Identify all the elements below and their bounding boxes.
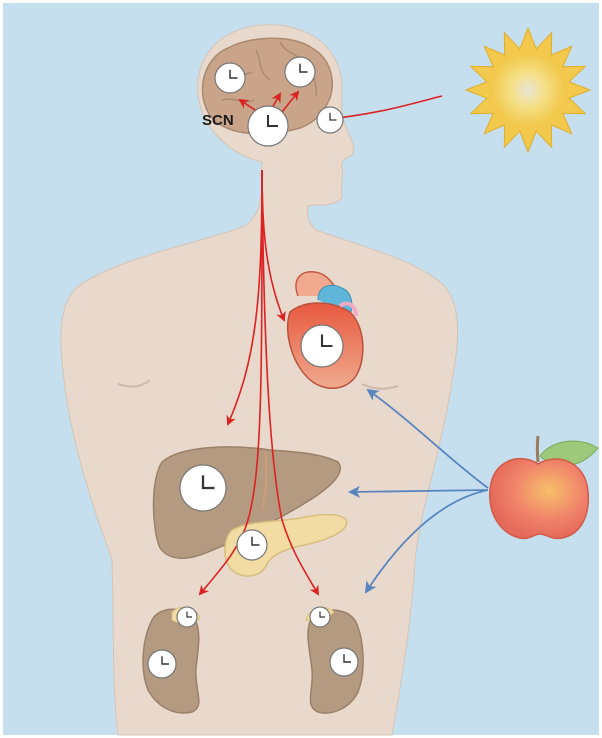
scn-label: SCN — [202, 112, 234, 129]
brain-clock-left-icon — [215, 63, 245, 93]
liver-clock-icon — [180, 465, 226, 511]
right-kidney-clock-icon — [330, 648, 358, 676]
left-adrenal-clock-icon — [177, 607, 197, 627]
left-kidney-clock-icon — [148, 650, 176, 678]
scn-clock-icon — [248, 106, 288, 146]
sun-icon — [466, 28, 590, 152]
heart-clock-icon — [301, 325, 343, 367]
brain-clock-right-icon — [285, 57, 315, 87]
eye-clock-icon — [317, 107, 343, 133]
right-adrenal-clock-icon — [310, 607, 330, 627]
pancreas-clock-icon — [237, 530, 267, 560]
